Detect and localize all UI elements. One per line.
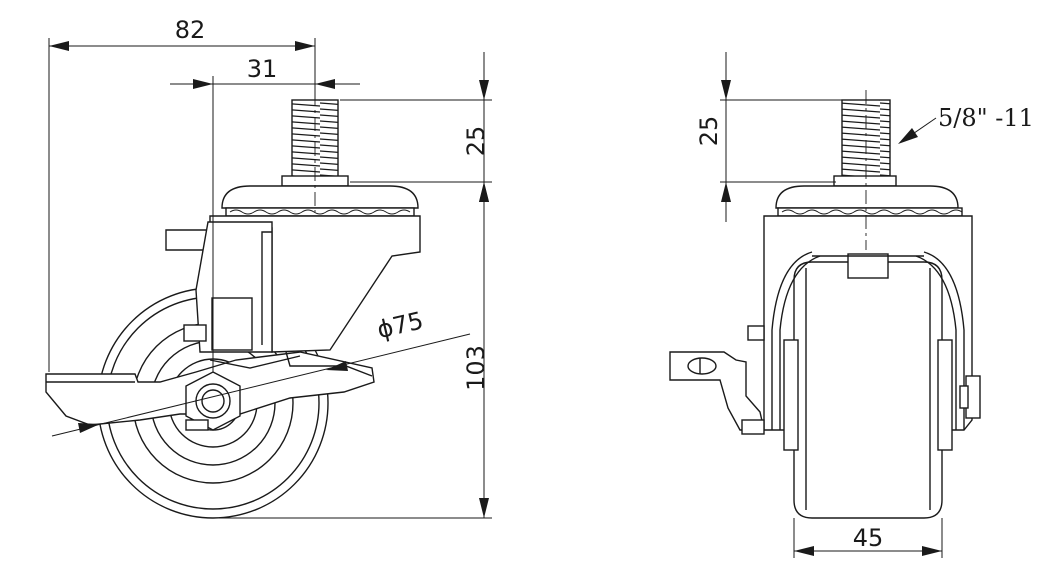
dim-stem-side: 25 bbox=[462, 52, 490, 202]
dim-overall-width: 82 bbox=[49, 16, 315, 51]
side-top-plate bbox=[221, 185, 419, 217]
dim-45-label: 45 bbox=[853, 524, 884, 552]
dim-overall-height: 103 bbox=[462, 182, 490, 518]
side-fork bbox=[165, 215, 421, 353]
dim-25-side-label: 25 bbox=[462, 126, 490, 157]
front-threaded-stem bbox=[833, 99, 897, 187]
front-brake-pedal bbox=[669, 325, 765, 435]
front-axle-bolt bbox=[959, 375, 981, 419]
thread-callout: 5/8" -11 bbox=[898, 104, 1034, 144]
front-top-plate bbox=[775, 185, 963, 217]
dim-31-label: 31 bbox=[247, 55, 278, 83]
front-view: 25 5/8" -11 45 bbox=[669, 52, 1034, 558]
dim-82-label: 82 bbox=[175, 16, 206, 44]
thread-spec-label: 5/8" -11 bbox=[938, 104, 1034, 132]
dim-25-front-label: 25 bbox=[695, 116, 723, 147]
dim-offset: 31 bbox=[170, 55, 360, 89]
front-wheel bbox=[783, 261, 953, 519]
dim-103-label: 103 bbox=[462, 345, 490, 391]
dim-stem-front: 25 bbox=[695, 52, 731, 222]
dim-phi75-label: ϕ75 bbox=[374, 306, 425, 344]
front-fork-legs bbox=[771, 251, 965, 430]
dim-wheel-width: 45 bbox=[794, 524, 942, 556]
side-axle-nut bbox=[185, 371, 241, 431]
side-view: 82 31 25 103 ϕ75 bbox=[45, 16, 492, 519]
